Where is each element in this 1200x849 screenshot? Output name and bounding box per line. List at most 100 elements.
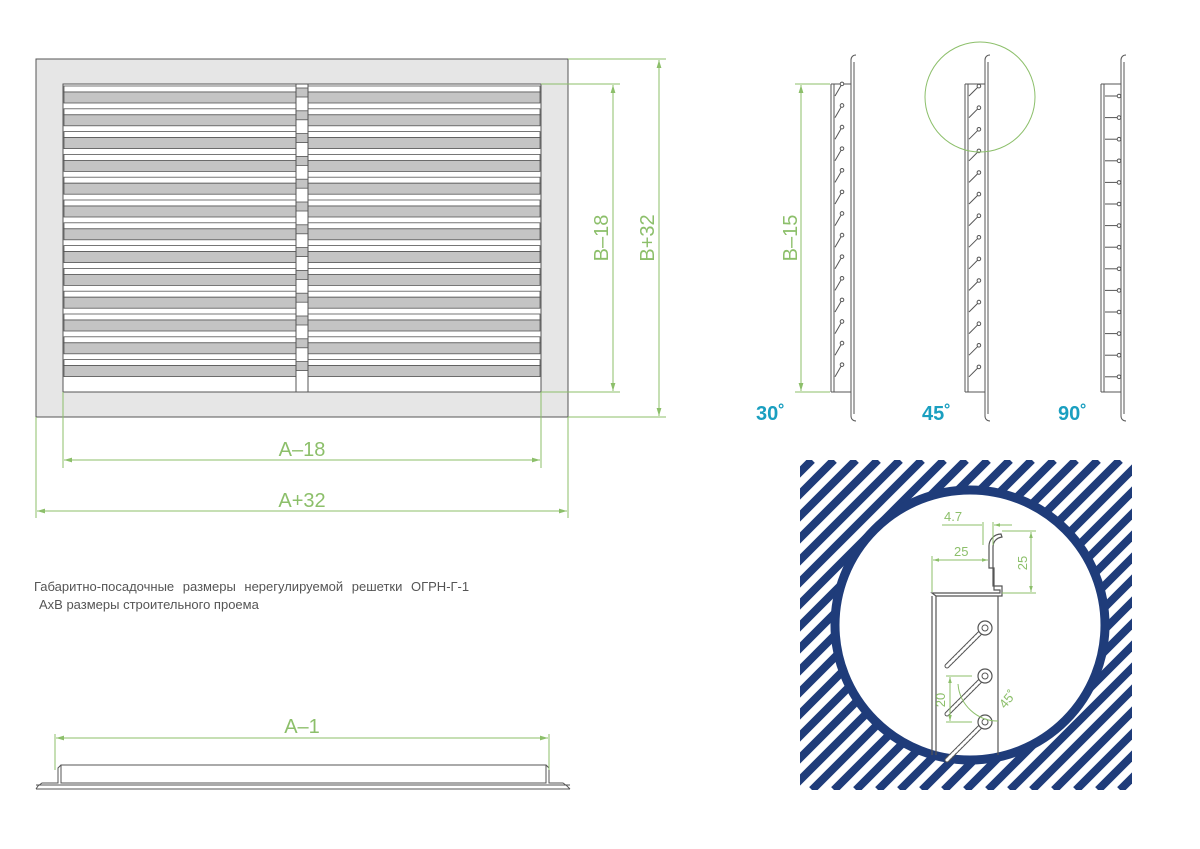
side-blade-tip [1116, 244, 1122, 250]
blade-highlight [63, 336, 297, 344]
blade [307, 273, 541, 286]
hatch-line [800, 460, 815, 478]
front-dimensions [35, 58, 666, 518]
front-view [35, 58, 569, 418]
blade [307, 365, 541, 378]
side-blade [834, 234, 843, 248]
side-flange-bottom-lip [850, 415, 857, 422]
side-blade-tip [976, 256, 982, 262]
side-blade [968, 344, 980, 356]
blade [63, 159, 297, 172]
side-view-90 [1100, 54, 1127, 422]
side-blade [968, 258, 980, 270]
blade [307, 114, 541, 127]
side-blade [834, 213, 843, 226]
center-post-segment [295, 338, 309, 349]
blade [307, 91, 541, 104]
detail-blade-pivot-inner [981, 624, 989, 632]
side-blade [834, 299, 843, 313]
blade [63, 342, 297, 355]
side-blade-tip [976, 343, 982, 348]
side-dimensions [795, 41, 1036, 393]
side-blade [968, 236, 980, 248]
blades [63, 84, 541, 392]
blade-highlight [63, 222, 297, 230]
detail-magnifier [830, 485, 1110, 765]
side-blade [834, 126, 843, 140]
hatch-line [1073, 728, 1132, 790]
blade-highlight [307, 336, 541, 344]
bottom-view [35, 764, 571, 790]
side-blade-tip [839, 211, 845, 216]
side-blade-tip [1116, 158, 1122, 164]
blade [63, 114, 297, 127]
hatch-line [460, 460, 790, 790]
blade-highlight [63, 85, 297, 93]
side-blade [834, 148, 843, 162]
side-blade [968, 280, 980, 291]
side-blade-tip [839, 124, 845, 130]
blade [63, 365, 297, 378]
blade-highlight [63, 199, 297, 207]
side-blade [968, 366, 980, 378]
side-blade [968, 172, 980, 183]
blade-highlight [63, 108, 297, 116]
side-blade-tip [839, 189, 845, 195]
side-blade-tip [976, 278, 982, 283]
side-blade [968, 215, 980, 226]
blade-highlight [307, 267, 541, 275]
side-blade-tip [839, 275, 845, 281]
side-blade [968, 128, 980, 140]
side-blade [968, 150, 980, 162]
blade-highlight [307, 222, 541, 230]
side-blade-tip [839, 167, 845, 173]
side-blade-tip [976, 299, 982, 305]
side-blade-tip [1116, 331, 1122, 336]
blade [307, 296, 541, 309]
side-blade [834, 83, 843, 97]
hatch-line [800, 460, 881, 544]
side-blade-tip [1116, 180, 1122, 185]
detail-label-25-horizontal: 25 [954, 544, 968, 559]
blade [63, 273, 297, 286]
side-blade-tip [976, 235, 982, 240]
blade [63, 205, 297, 218]
side-blade-tip [1116, 266, 1122, 272]
side-flange-bottom-lip [984, 415, 991, 422]
label-bottom-width: A–1 [284, 716, 320, 738]
blade-highlight [307, 85, 541, 93]
side-blade-tip [839, 340, 845, 346]
side-blade-tip [839, 103, 845, 108]
blade [63, 296, 297, 309]
center-post-segment [295, 155, 309, 166]
side-blade-tip [976, 321, 982, 327]
caption-line-1: Габаритно-посадочные размеры нерегулируе… [34, 579, 470, 594]
blade [63, 182, 297, 195]
blade-highlight [63, 176, 297, 184]
center-post-segment [295, 133, 309, 144]
detail-label-20: 20 [933, 693, 948, 707]
side-blade-tip [839, 232, 845, 238]
side-blade-tip [839, 146, 845, 151]
side-blade-tip [976, 213, 982, 219]
caption-line-2: AxB размеры строительного проема [39, 597, 259, 612]
side-blade [968, 85, 980, 97]
label-height-outer: B+32 [637, 214, 659, 261]
center-post-segment [295, 361, 309, 372]
detail-label-25-vertical: 25 [1015, 556, 1030, 570]
blade [307, 319, 541, 332]
side-blade [834, 364, 843, 378]
blade [307, 342, 541, 355]
side-blade-tip [839, 362, 845, 367]
side-blade-tip [1116, 93, 1122, 99]
profile-flange [930, 533, 1003, 597]
hatch-line [1007, 662, 1132, 790]
blade-highlight [307, 176, 541, 184]
bottom-view-body [60, 764, 547, 784]
side-blade [834, 105, 843, 118]
side-blade [968, 107, 980, 118]
blade-highlight [307, 290, 541, 298]
side-blade-tip [976, 364, 982, 370]
blade-highlight [63, 245, 297, 253]
side-blade-tip [1116, 288, 1122, 293]
